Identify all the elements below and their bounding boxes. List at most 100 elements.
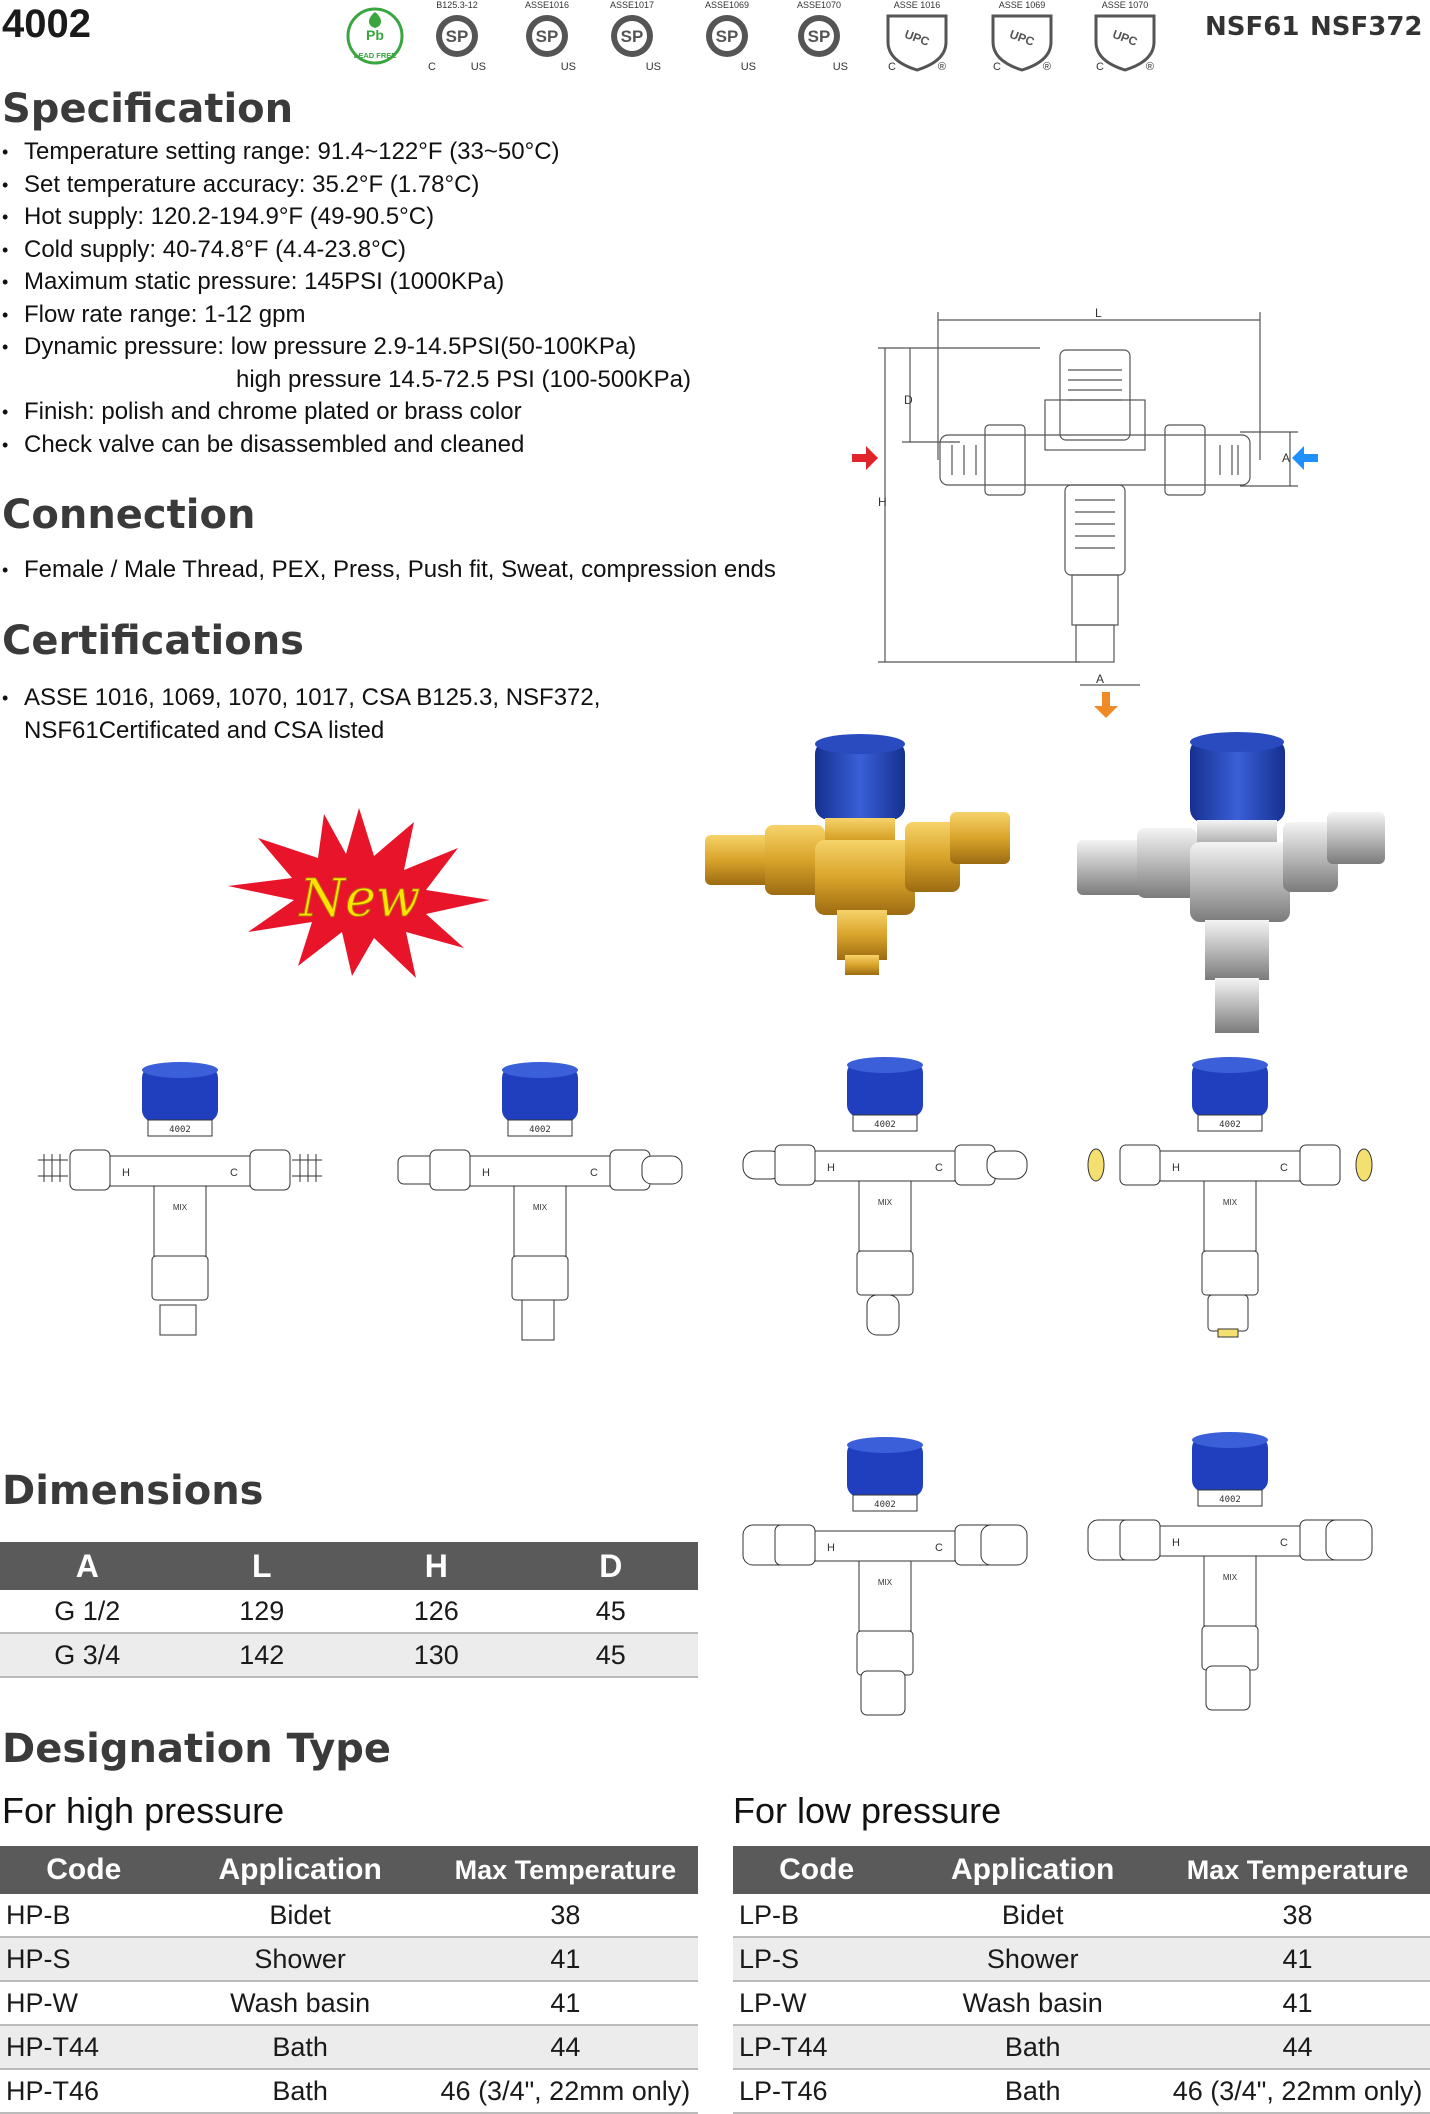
cert-logo-title: ASSE1016 [524, 0, 570, 10]
brass-valve-photo [695, 730, 1030, 980]
column-header: Code [0, 1846, 168, 1894]
svg-text:4002: 4002 [1219, 1120, 1241, 1130]
svg-text:H: H [1172, 1162, 1180, 1174]
cert-right-mark: US [833, 61, 848, 73]
table-cell: 41 [1165, 1981, 1430, 2026]
dim-label-h: H [878, 495, 887, 509]
connection-list: Female / Male Thread, PEX, Press, Push f… [0, 554, 800, 587]
certifications-list: ASSE 1016, 1069, 1070, 1017, CSA B125.3,… [0, 682, 800, 747]
hot-inlet-arrow-icon [852, 446, 878, 470]
table-cell: LP-B [733, 1894, 901, 1938]
connection-heading: Connection [2, 492, 256, 538]
svg-text:C: C [935, 1162, 943, 1174]
cert-right-mark: US [646, 61, 661, 73]
spec-item: Flow rate range: 1-12 gpm [0, 299, 800, 332]
table-cell: Bath [167, 2025, 433, 2070]
dim-label-a-side: A [1282, 451, 1290, 465]
spec-item: Hot supply: 120.2-194.9°F (49-90.5°C) [0, 201, 800, 234]
table-cell: 126 [349, 1590, 524, 1634]
svg-text:C: C [230, 1167, 238, 1179]
svg-text:H: H [827, 1542, 835, 1554]
svg-text:C: C [1280, 1162, 1288, 1174]
svg-text:SP: SP [716, 27, 739, 46]
table-cell: 46 (3/4", 22mm only) [432, 2069, 698, 2114]
column-header: Application [167, 1846, 433, 1894]
spec-item: Check valve can be disassembled and clea… [0, 429, 800, 462]
connection-item: Female / Male Thread, PEX, Press, Push f… [0, 554, 800, 587]
cert-logo-title: ASSE1017 [609, 0, 655, 10]
svg-text:UPC: UPC [1111, 27, 1140, 49]
specification-heading: Specification [2, 86, 294, 132]
designation-heading: Designation Type [2, 1726, 392, 1772]
spec-item: Maximum static pressure: 145PSI (1000KPa… [0, 266, 800, 299]
table-cell: Shower [167, 1937, 433, 1982]
column-header: D [523, 1542, 698, 1590]
column-header: A [0, 1542, 175, 1590]
svg-text:C: C [590, 1167, 598, 1179]
table-cell: Bath [900, 2069, 1166, 2114]
cert-right-mark: US [561, 61, 576, 73]
table-row: G 1/2 129 126 45 [0, 1590, 698, 1634]
cert-left-mark: C [888, 61, 896, 73]
low-pressure-label: For low pressure [733, 1790, 1002, 1831]
column-header: Max Temperature [432, 1846, 698, 1894]
svg-text:SP: SP [536, 27, 559, 46]
table-cell: 129 [174, 1590, 349, 1634]
cert-right-mark: ® [938, 61, 946, 73]
nsf372-label: NSF372 [1310, 12, 1423, 42]
table-cell: 45 [523, 1633, 698, 1678]
table-cell: 41 [432, 1937, 698, 1982]
column-header: Application [900, 1846, 1166, 1894]
certifications-item: ASSE 1016, 1069, 1070, 1017, CSA B125.3,… [0, 682, 800, 747]
table-cell: Shower [900, 1937, 1166, 1982]
table-cell: HP-T46 [0, 2069, 168, 2114]
svg-text:4002: 4002 [874, 1500, 896, 1510]
svg-text:H: H [482, 1167, 490, 1179]
table-cell: HP-S [0, 1937, 168, 1982]
cert-logo-title: ASSE 1069 [998, 0, 1046, 10]
table-cell: 41 [1165, 1937, 1430, 1982]
cert-logo-title: ASSE 1070 [1101, 0, 1149, 10]
table-cell: G 3/4 [0, 1633, 175, 1678]
cert-logo-title: B125.3-12 [436, 0, 478, 10]
dim-label-d: D [904, 393, 913, 407]
cert-left-mark: C [428, 61, 436, 73]
svg-text:4002: 4002 [874, 1120, 896, 1130]
svg-text:C: C [1280, 1537, 1288, 1549]
spec-item: Set temperature accuracy: 35.2°F (1.78°C… [0, 169, 800, 202]
new-badge-text: New [298, 869, 421, 929]
column-header: H [349, 1542, 524, 1590]
svg-text:H: H [1172, 1537, 1180, 1549]
svg-text:4002: 4002 [1219, 1495, 1241, 1505]
spec-item: Temperature setting range: 91.4~122°F (3… [0, 136, 800, 169]
table-cell: 44 [432, 2025, 698, 2070]
dim-label-l: L [1095, 306, 1102, 320]
table-cell: 45 [523, 1590, 698, 1634]
svg-text:MIX: MIX [878, 1578, 893, 1587]
svg-text:MIX: MIX [1223, 1198, 1238, 1207]
cert-right-mark: US [741, 61, 756, 73]
svg-text:UPC: UPC [903, 27, 932, 49]
svg-text:MIX: MIX [173, 1203, 188, 1212]
svg-text:Pb: Pb [366, 27, 384, 43]
svg-text:H: H [122, 1167, 130, 1179]
table-cell: 142 [174, 1633, 349, 1678]
table-cell: LP-T44 [733, 2025, 901, 2070]
table-cell: LP-S [733, 1937, 901, 1982]
